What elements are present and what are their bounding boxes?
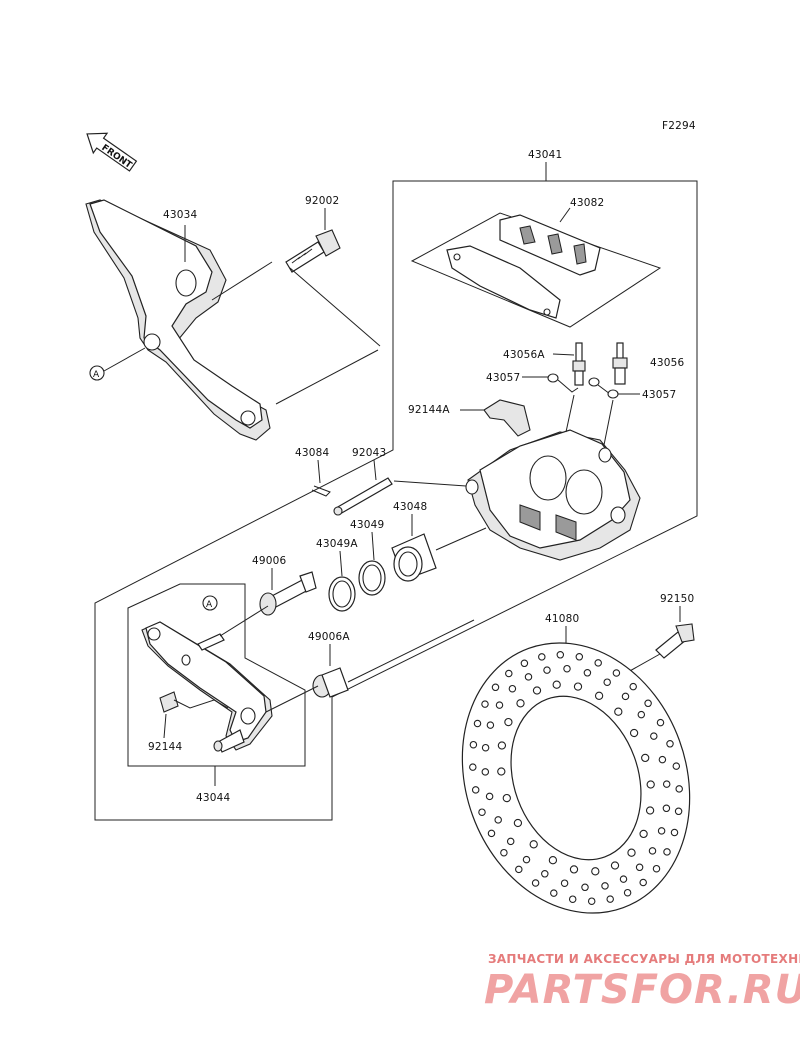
disc-holes <box>469 651 683 905</box>
brake-disc: 41080 <box>461 613 691 914</box>
label-92043: 92043 <box>352 447 386 459</box>
label-43049: 43049 <box>350 519 384 531</box>
front-arrow-icon: FRONT <box>86 132 138 172</box>
label-43034: 43034 <box>163 209 198 221</box>
label-43084: 43084 <box>295 447 330 459</box>
ref-marker-a-left-label: A <box>93 370 100 380</box>
caliper-body <box>465 394 641 561</box>
watermark: ЗАПЧАСТИ И АКСЕССУАРЫ ДЛЯ МОТОТЕХНИКИ PA… <box>484 952 800 1013</box>
upper-bracket: 43034 A <box>85 199 271 441</box>
ref-marker-a-left <box>89 365 105 381</box>
label-41080: 41080 <box>545 613 579 625</box>
label-92150: 92150 <box>660 593 694 605</box>
label-43056: 43056 <box>650 357 685 369</box>
label-92144A: 92144A <box>408 404 450 416</box>
watermark-line1: ЗАПЧАСТИ И АКСЕССУАРЫ ДЛЯ МОТОТЕХНИКИ <box>488 952 800 966</box>
label-43057-left: 43057 <box>486 372 520 384</box>
ref-marker-a-right-label: A <box>206 600 213 610</box>
watermark-logo: PARTSFOR.RU <box>484 967 800 1013</box>
label-92002: 92002 <box>305 195 339 207</box>
pad-backing-plate <box>446 245 561 319</box>
pad-spring-92144A: 92144A <box>408 399 531 437</box>
bleeder-valves: 43056A 43056 43057 43057 <box>486 342 685 401</box>
brake-pads: 43082 <box>410 197 662 328</box>
label-43057-right: 43057 <box>642 389 676 401</box>
label-43082: 43082 <box>570 197 604 209</box>
label-43048: 43048 <box>393 501 427 513</box>
label-49006A: 49006A <box>308 631 350 643</box>
caliper-pin: 43084 92043 <box>295 447 467 516</box>
caliper-holder: A 92144 43044 <box>127 583 319 804</box>
label-92144: 92144 <box>148 741 183 753</box>
pads-outline-box <box>410 212 662 328</box>
ref-marker-a-right <box>202 595 218 611</box>
figure-code: F2294 <box>662 120 696 132</box>
piston-and-seals: 43048 43049 43049A <box>316 501 487 612</box>
bolt-92002: 92002 <box>285 195 341 273</box>
label-49006: 49006 <box>252 555 287 567</box>
label-43041: 43041 <box>528 149 562 161</box>
boots: 49006 49006A <box>252 555 475 698</box>
caliper-group-outline <box>94 180 698 821</box>
label-43049A: 43049A <box>316 538 358 550</box>
label-43044: 43044 <box>196 792 231 804</box>
label-43056A: 43056A <box>503 349 545 361</box>
